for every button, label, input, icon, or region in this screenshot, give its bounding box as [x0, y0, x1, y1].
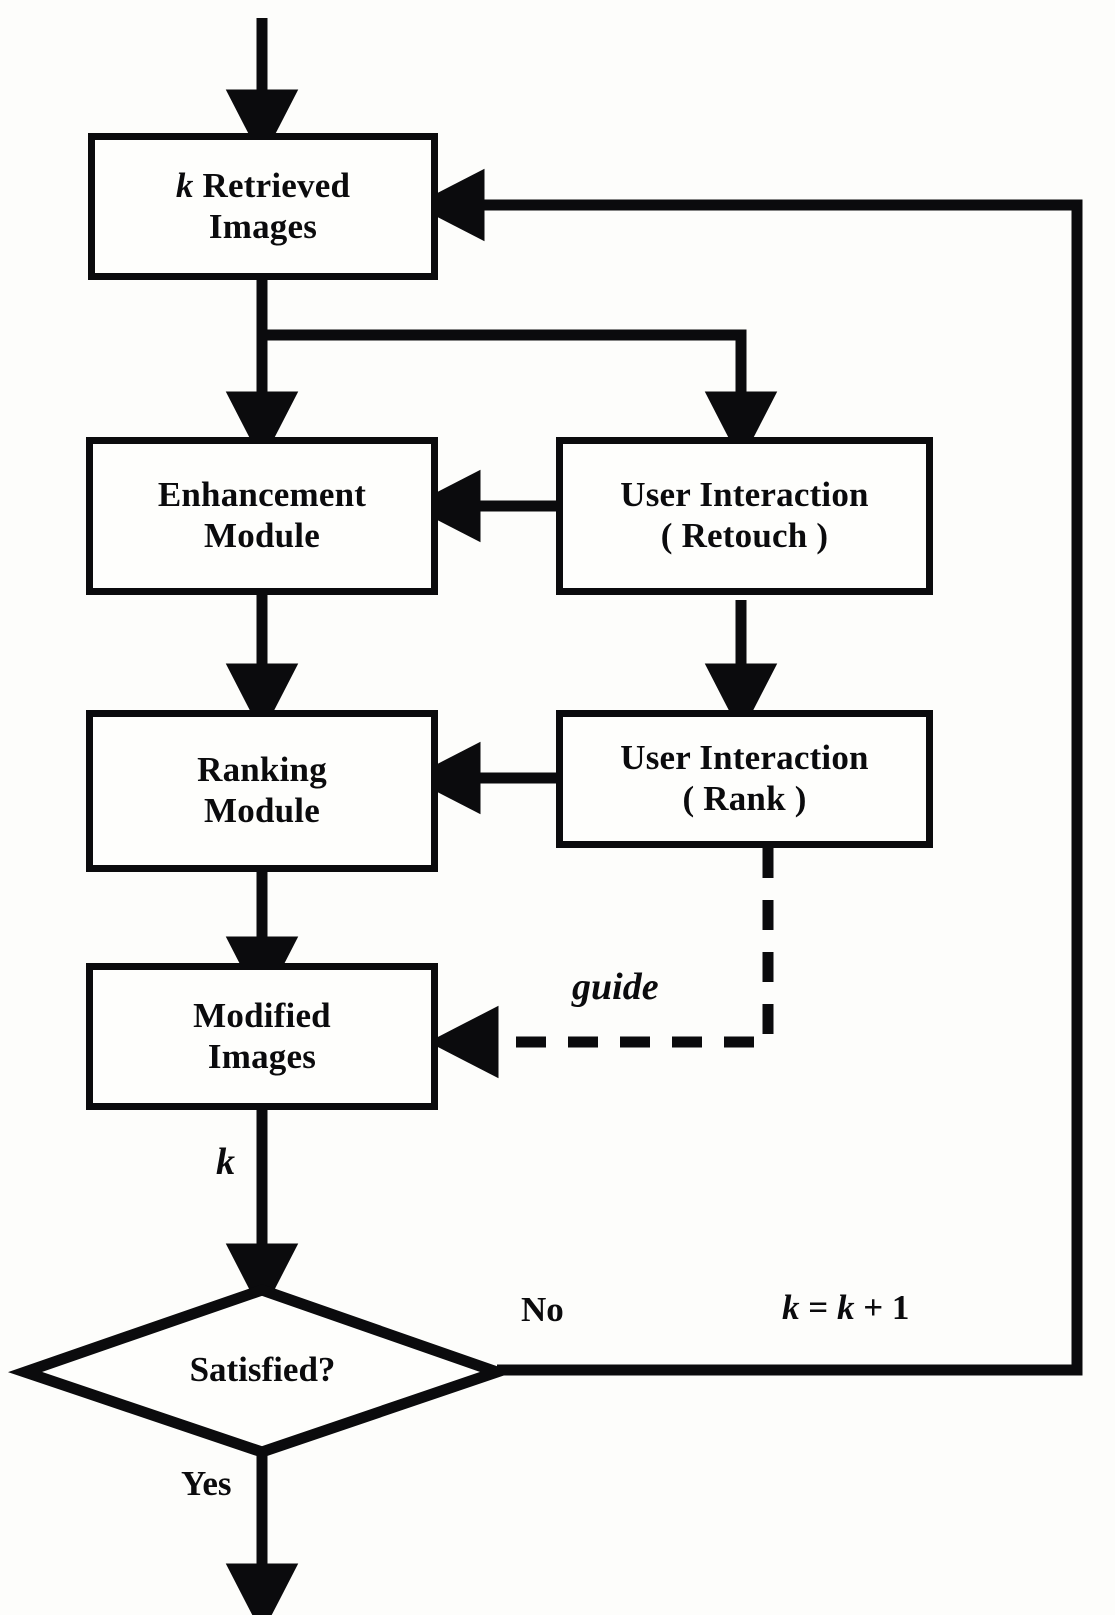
edge-retrieved-split-to-user-retouch [262, 329, 778, 462]
node-decision-satisfied-label: Satisfied? [189, 1350, 336, 1389]
increment-plus: + [854, 1288, 892, 1327]
node-enhancement-module[interactable]: Enhancement Module [86, 437, 438, 595]
edge-guide-dashed [428, 848, 774, 1079]
increment-k-second: k [836, 1288, 855, 1327]
node-k-retrieved-images-line1: k Retrieved [175, 165, 351, 205]
node-user-interaction-retouch-line2: ( Retouch ) [660, 516, 829, 555]
edge-label-no: No [521, 1290, 564, 1329]
node-enhancement-module-line1: Enhancement [157, 475, 367, 515]
node-modified-images-line2: Images [207, 1036, 317, 1076]
node-k-retrieved-images[interactable]: k Retrieved Images [88, 133, 438, 280]
node-ranking-module-line1: Ranking [197, 750, 327, 790]
increment-one: 1 [891, 1288, 910, 1327]
edge-label-guide: guide [572, 966, 659, 1008]
edge-label-yes: Yes [181, 1464, 232, 1503]
edge-label-k-count: k [216, 1141, 235, 1183]
node-ranking-module[interactable]: Ranking Module [86, 710, 438, 872]
node-enhancement-module-line2: Module [204, 516, 320, 555]
node-user-interaction-rank-line1: User Interaction [620, 738, 869, 778]
node-user-interaction-rank-line2: ( Rank ) [682, 779, 807, 818]
node-user-interaction-retouch[interactable]: User Interaction ( Retouch ) [556, 437, 933, 595]
node-ranking-module-line2: Module [204, 791, 320, 830]
increment-equals: = [799, 1288, 837, 1327]
node-modified-images[interactable]: Modified Images [86, 963, 438, 1110]
edge-label-k-increment: k = k + 1 [782, 1290, 909, 1325]
node-modified-images-line1: Modified [193, 995, 331, 1035]
node-user-interaction-rank[interactable]: User Interaction ( Rank ) [556, 710, 933, 848]
node-k-retrieved-images-line2: Images [208, 206, 318, 246]
node-user-interaction-retouch-line1: User Interaction [620, 475, 869, 515]
increment-k-first: k [782, 1288, 800, 1327]
